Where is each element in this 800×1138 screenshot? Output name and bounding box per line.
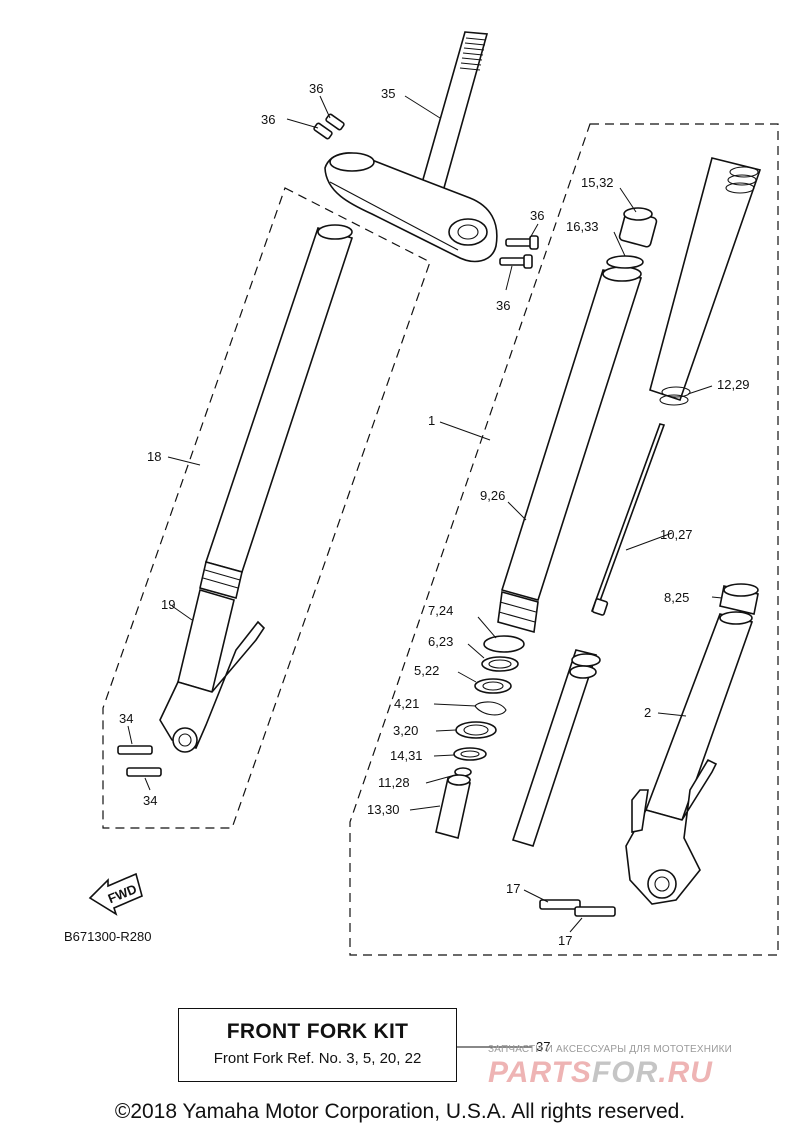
callout-3-20: 3,20 [393,723,418,738]
callout-5-22: 5,22 [414,663,439,678]
kit-title: FRONT FORK KIT [226,1020,409,1043]
leader-lines [127,95,723,1048]
callout-19: 19 [161,597,175,612]
bolt-17-lower [574,906,616,917]
callout-16-33: 16,33 [566,219,599,234]
inner-tube [497,266,643,634]
bolt-34-upper [117,745,153,755]
fork-spring-housing [649,157,762,406]
callout-18: 18 [147,449,161,464]
front-fork-kit-box: FRONT FORK KIT Front Fork Ref. No. 3, 5,… [178,1008,457,1082]
callout-9-26: 9,26 [480,488,505,503]
bolt-34-lower [126,767,162,777]
callout-36-a: 36 [309,81,323,96]
callout-2: 2 [644,705,651,720]
callout-36-b: 36 [261,112,275,127]
callout-4-21: 4,21 [394,696,419,711]
callout-12-29: 12,29 [717,377,750,392]
left-fork-outer-tube [159,588,266,753]
copyright-notice: ©2018 Yamaha Motor Corporation, U.S.A. A… [114,1100,686,1123]
callout-6-23: 6,23 [428,634,453,649]
fwd-arrow-icon: FWD [88,872,143,916]
watermark-logo-tail: .RU [658,1056,713,1089]
kit-subtitle: Front Fork Ref. No. 3, 5, 20, 22 [213,1050,422,1067]
oil-lock-piece [435,774,471,839]
outer-tube [625,611,754,905]
callout-10-27: 10,27 [660,527,693,542]
right-fork-group-outline [349,123,779,956]
callout-36-c: 36 [530,208,544,223]
callout-17-b: 17 [558,933,572,948]
callout-37: 37 [536,1039,550,1054]
slide-bushing [719,583,759,615]
bolt-17-upper [539,899,581,910]
bolt-36-top-a [325,113,345,131]
watermark-logo-main: PARTS [488,1056,592,1089]
left-fork-tube [199,224,354,599]
callout-35: 35 [381,86,395,101]
callout-7-24: 7,24 [428,603,453,618]
cap-bolt [618,207,658,248]
watermark-logo: PARTSFOR.RU [488,1056,713,1090]
callout-34-b: 34 [143,793,157,808]
bolt-36-top-b [313,122,333,140]
steering-stem [418,31,489,196]
watermark-logo-accent: FOR [591,1056,659,1089]
damper-rod [590,423,666,616]
callout-15-32: 15,32 [581,175,614,190]
callout-13-30: 13,30 [367,802,400,817]
callout-14-31: 14,31 [390,748,423,763]
bolt-36-right-b [499,254,533,269]
callout-17-a: 17 [506,881,520,896]
bolt-36-right-a [505,235,539,250]
left-fork-group-outline [102,187,431,829]
seal-stack [453,635,525,761]
callout-11-28: 11,28 [378,775,410,790]
damper-cylinder [511,649,601,847]
callout-8-25: 8,25 [664,590,689,605]
drawing-code: B671300-R280 [64,929,151,944]
callout-34-a: 34 [119,711,133,726]
under-bracket [324,152,498,263]
callout-36-d: 36 [496,298,510,313]
watermark-subtitle: ЗАПЧАСТИ И АКСЕССУАРЫ ДЛЯ МОТОТЕХНИКИ [488,1044,733,1055]
o-ring [606,255,644,269]
callout-1: 1 [428,413,435,428]
